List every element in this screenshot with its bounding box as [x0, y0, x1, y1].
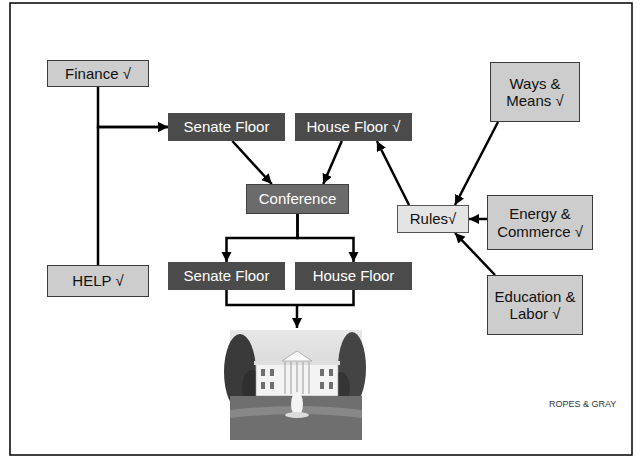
company-watermark: ROPES & GRAY	[549, 399, 616, 409]
flow-arrow	[98, 127, 168, 265]
committee-box: Ways & Means √	[490, 62, 580, 122]
rules-box: Rules√	[397, 205, 469, 233]
flow-arrow	[323, 141, 342, 184]
box-label: House Floor	[313, 267, 395, 284]
photo-windows	[261, 369, 333, 389]
flow-arrow	[227, 214, 298, 262]
box-label: Conference	[259, 190, 337, 207]
box-label: Senate Floor	[184, 267, 270, 284]
floor-box: Senate Floor	[168, 113, 285, 141]
floor-box: House Floor	[295, 262, 412, 290]
box-label: Senate Floor	[184, 118, 270, 135]
conference-box: Conference	[246, 184, 349, 214]
floor-box: Senate Floor	[168, 262, 285, 290]
flow-arrow	[469, 218, 487, 221]
photo-fountain-basin	[285, 412, 309, 418]
flow-arrow	[98, 87, 168, 127]
photo-columns	[285, 362, 309, 394]
slide-frame	[10, 3, 632, 455]
committee-box: HELP √	[47, 265, 149, 297]
flow-arrow	[455, 122, 498, 205]
flow-arrow	[298, 214, 354, 262]
flow-arrow	[377, 141, 409, 205]
merge-wire	[227, 290, 354, 305]
box-label: Rules√	[410, 210, 457, 227]
floor-box: House Floor √	[295, 113, 412, 141]
box-label: Finance √	[65, 65, 131, 82]
box-label: Energy & Commerce √	[494, 205, 586, 240]
box-label: Education & Labor √	[494, 288, 576, 323]
signing-arrow	[296, 305, 299, 328]
committee-box: Energy & Commerce √	[487, 195, 593, 250]
committee-box: Education & Labor √	[487, 275, 583, 335]
photo-pediment	[282, 351, 312, 361]
committee-box: Finance √	[47, 60, 149, 87]
white-house-photo	[224, 330, 366, 440]
box-label: House Floor √	[306, 118, 400, 135]
box-label: Ways & Means √	[498, 75, 572, 110]
flow-arrow	[232, 141, 271, 184]
box-label: HELP √	[72, 272, 123, 289]
